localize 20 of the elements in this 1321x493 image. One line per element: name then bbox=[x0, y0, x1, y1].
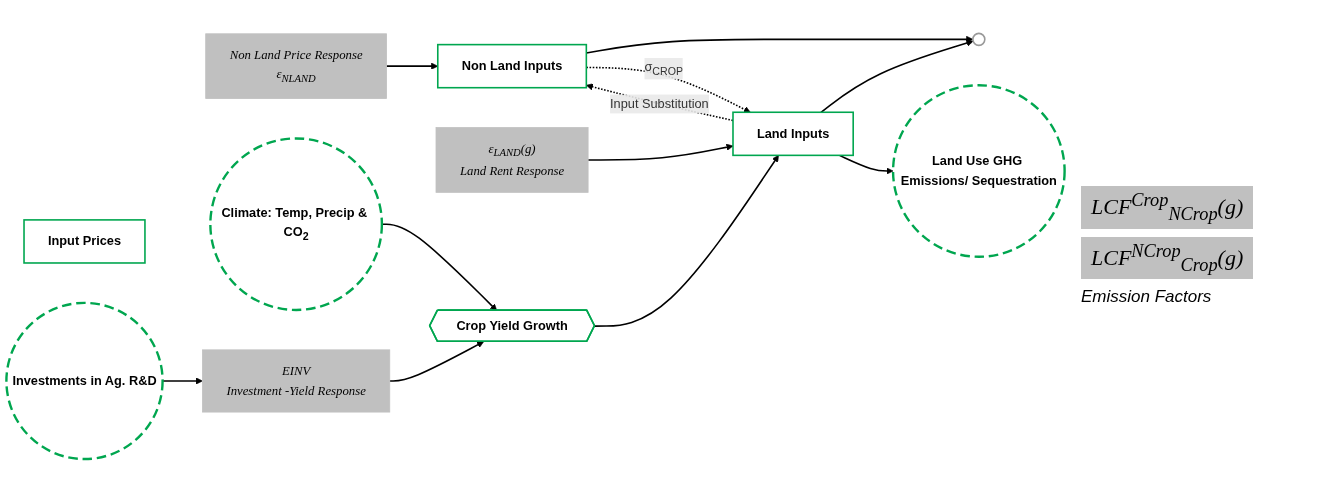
arrow bbox=[381, 223, 498, 312]
node-box: ε$_{LAND}$(g) Land Rent Response bbox=[435, 127, 589, 194]
node-circle: Climate: Temp, Precip & CO$_{2}$ bbox=[209, 137, 384, 312]
edge-label: Input Substitution bbox=[610, 97, 709, 111]
node-circle bbox=[972, 32, 986, 47]
arrow bbox=[388, 341, 484, 383]
arrow bbox=[838, 154, 894, 175]
node-box: EINV Investment -Yield Response bbox=[202, 349, 391, 413]
node-box: Non Land Price Response ε$_{NLAND}$ bbox=[205, 33, 387, 100]
node-circle: Land Use GHG Emissions/ Sequestration bbox=[891, 84, 1066, 259]
edge-label: σ$_{CROP}$ bbox=[644, 60, 684, 78]
node-box: Land Inputs bbox=[732, 111, 854, 157]
node-circle: Investments in Ag. R&D bbox=[5, 301, 164, 461]
formula-label: LCF$^{NCrop}$$_{Crop}$(g) bbox=[1081, 236, 1254, 280]
arrow bbox=[594, 155, 779, 328]
node-box: Non Land Inputs bbox=[436, 44, 588, 89]
formula-label: LCF$^{Crop}$$_{NCrop}$(g) bbox=[1081, 185, 1254, 229]
arrow bbox=[820, 39, 974, 114]
node-box: Input Prices bbox=[23, 219, 146, 265]
note-text: Emission Factors bbox=[1081, 287, 1213, 308]
